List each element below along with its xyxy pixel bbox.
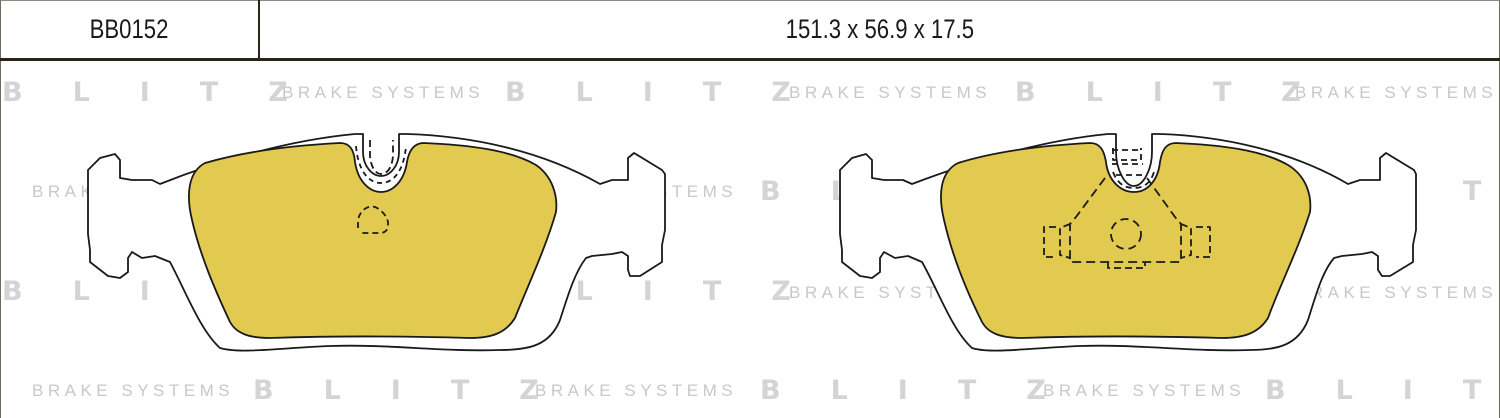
right-pad [839,133,1417,352]
spec-header: BB0152 151.3 x 56.9 x 17.5 [0,0,1500,61]
part-code: BB0152 [89,13,169,44]
left-pad-notch-dashed [369,140,394,175]
left-pad-sensor-mark [357,205,389,234]
right-pad-friction-material [940,142,1312,339]
right-pad-center-circle [1110,218,1142,250]
right-pad-shim-outline [1069,177,1182,263]
left-pad [87,133,666,352]
right-pad-notch-dashed [1112,148,1146,176]
dimensions-text: 151.3 x 56.9 x 17.5 [785,13,975,44]
dimensions-cell: 151.3 x 56.9 x 17.5 [260,0,1500,58]
part-code-cell: BB0152 [0,0,260,58]
left-pad-friction-material [188,142,558,339]
